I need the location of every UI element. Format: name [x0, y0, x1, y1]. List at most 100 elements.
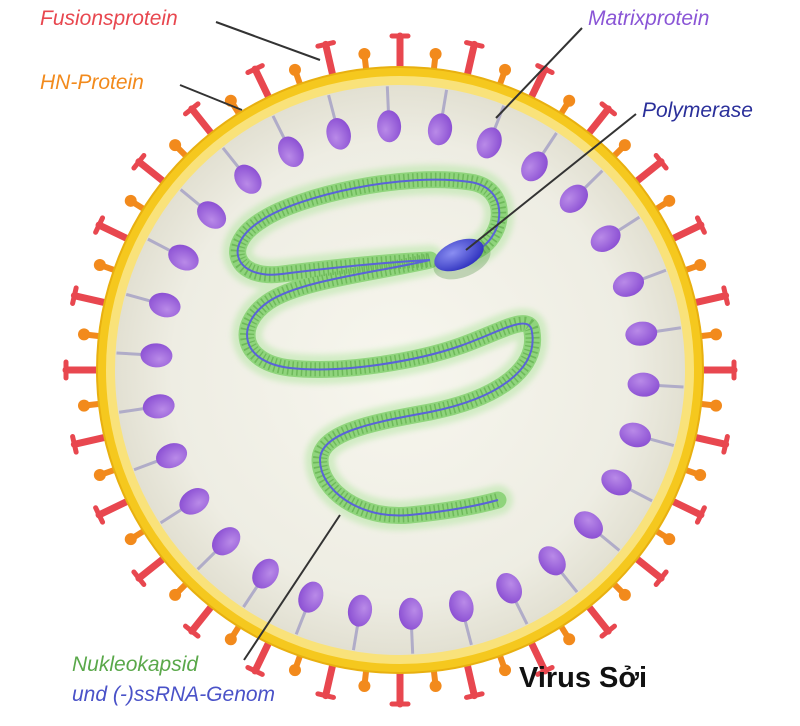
hn-spike-head	[288, 63, 301, 76]
matrix-protein	[347, 594, 373, 627]
matrix-stalk	[196, 548, 219, 571]
matrix-protein	[559, 184, 589, 213]
fusion-spike-head	[599, 101, 618, 117]
hn-spike-head	[563, 633, 576, 646]
fusion-spike-head	[245, 63, 265, 76]
matrix-protein	[427, 113, 453, 146]
hn-spike-head	[358, 47, 371, 60]
hn-spike-head	[77, 399, 90, 412]
hn-spike-head	[124, 533, 137, 546]
hn-spike-head	[224, 633, 237, 646]
matrix-protein	[449, 590, 474, 622]
matrix-protein	[521, 151, 548, 182]
hn-spike-head	[618, 588, 631, 601]
matrix-protein	[398, 597, 423, 630]
matrix-protein	[155, 443, 188, 469]
matrix-stalk	[596, 531, 621, 552]
fusion-spike-head	[315, 691, 336, 700]
fusion-spike-head	[93, 215, 106, 235]
matrix-protein	[197, 201, 227, 229]
matrix-stalk	[440, 89, 449, 118]
matrix-stalk	[539, 132, 558, 158]
fusion-spike-head	[599, 623, 618, 639]
label-genome: und (-)ssRNA-Genom	[72, 683, 276, 706]
matrix-protein	[538, 546, 566, 576]
fusion-spike-head	[535, 63, 555, 76]
hn-spike-head	[694, 258, 707, 271]
matrix-protein	[625, 321, 658, 346]
rna-genome	[236, 178, 534, 517]
fusion-spike-head	[694, 505, 707, 525]
label-fusion-protein: Fusionsprotein	[40, 7, 178, 30]
label-hn-protein: HN-Protein	[40, 71, 144, 94]
matrix-protein	[277, 136, 304, 168]
leader-matrix	[495, 27, 583, 119]
hn-spike-head	[710, 399, 723, 412]
fusion-spike-head	[721, 285, 730, 306]
matrix-stalk	[626, 486, 653, 503]
matrix-protein	[590, 225, 621, 252]
matrix-stalk	[614, 215, 641, 234]
matrix-stalk	[351, 622, 360, 651]
matrix-stalk	[271, 115, 287, 142]
matrix-protein	[252, 558, 279, 589]
hn-spike-head	[499, 664, 512, 677]
fusion-spike-head	[464, 691, 485, 700]
matrix-stalk	[327, 94, 338, 123]
fusion-spike-head	[93, 505, 106, 525]
hn-spike-head	[663, 194, 676, 207]
label-matrix-protein: Matrixprotein	[588, 7, 710, 30]
leader-hn	[179, 84, 243, 111]
matrix-stalk	[118, 406, 148, 414]
matrix-protein	[179, 488, 210, 515]
matrix-protein	[496, 572, 523, 604]
matrix-stalk	[179, 188, 204, 209]
matrix-stalk	[159, 506, 186, 525]
matrix-protein	[149, 292, 181, 318]
hn-spike-head	[169, 139, 182, 152]
matrix-protein	[168, 244, 199, 271]
fusion-spike-head	[653, 569, 669, 588]
matrix-protein	[601, 469, 632, 496]
hn-spike-head	[93, 469, 106, 482]
matrix-stalk	[294, 607, 308, 635]
matrix-stalk	[558, 569, 579, 594]
matrix-stalk	[492, 105, 506, 133]
leader-nucleocapsid	[243, 514, 341, 661]
matrix-stalk	[581, 169, 604, 192]
hn-spike-head	[694, 469, 707, 482]
matrix-protein	[476, 127, 502, 159]
matrix-stalk	[639, 268, 667, 282]
matrix-stalk	[133, 458, 161, 472]
hn-spike-head	[288, 664, 301, 677]
matrix-stalk	[385, 86, 391, 115]
hn-spike-head	[358, 680, 371, 693]
fusion-spike-head	[721, 434, 730, 455]
matrix-protein	[619, 422, 651, 448]
diagram-title: Virus Sởi	[519, 662, 648, 694]
fusion-spike-head	[131, 569, 147, 588]
hn-spike-head	[77, 328, 90, 341]
matrix-stalk	[652, 326, 682, 334]
fusion-spike-head	[70, 434, 79, 455]
matrix-protein	[612, 271, 645, 297]
matrix-protein	[377, 110, 402, 143]
fusion-spike-head	[694, 215, 707, 235]
hn-spike-head	[429, 680, 442, 693]
matrix-protein	[326, 118, 351, 150]
matrix-proteins	[116, 86, 684, 654]
label-nucleocapsid: Nukleokapsid	[72, 653, 199, 676]
matrix-protein	[140, 343, 173, 368]
hn-spike-head	[429, 47, 442, 60]
matrix-protein	[298, 581, 324, 613]
label-leader-lines	[179, 21, 637, 661]
fusion-spike-head	[535, 664, 555, 677]
matrix-protein	[234, 164, 262, 194]
hn-spike-head	[710, 328, 723, 341]
matrix-stalk	[221, 146, 242, 171]
fusion-spike-head	[653, 152, 669, 171]
hn-spike-head	[124, 194, 137, 207]
hn-spike-head	[169, 588, 182, 601]
matrix-stalk	[242, 582, 261, 608]
